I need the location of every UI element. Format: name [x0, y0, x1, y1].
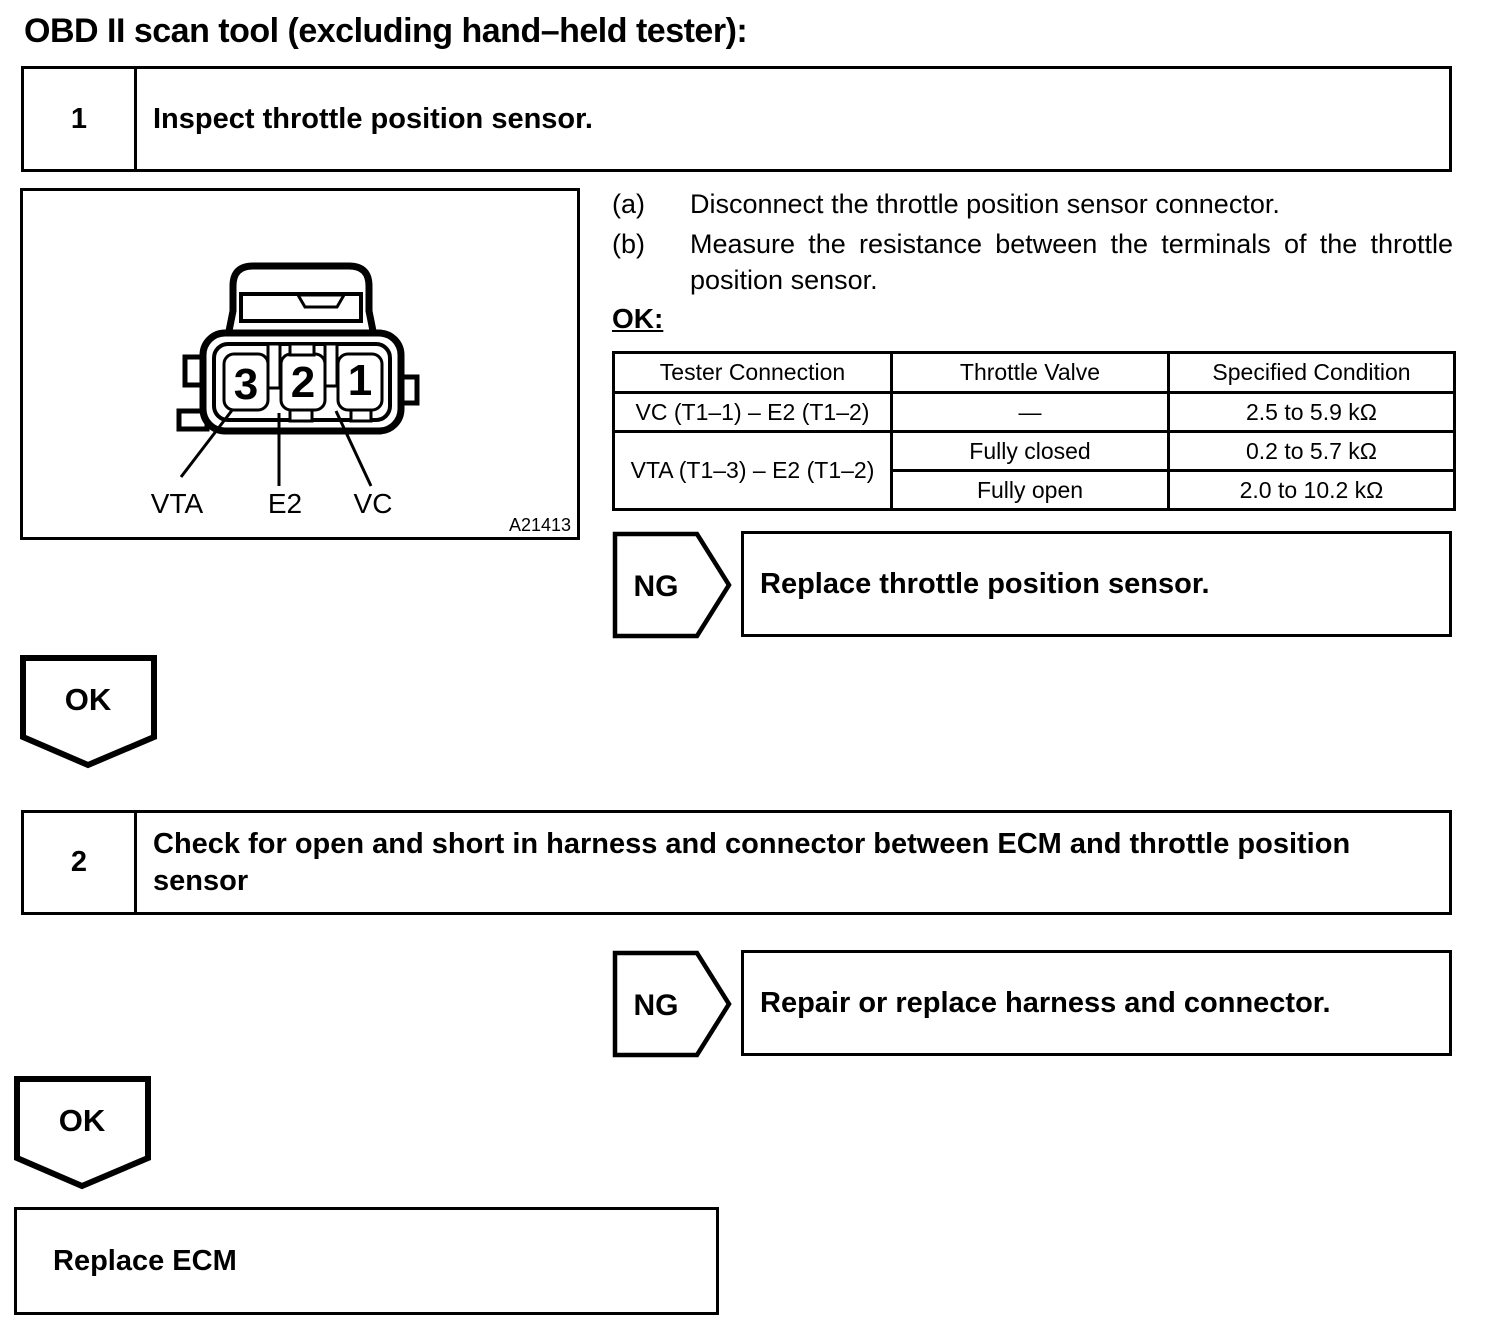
leader-line-vta	[179, 408, 235, 478]
throttle-position-sensor-connector-diagram: 3 2 1 VTA E2 VC A21413	[151, 262, 571, 535]
step-2-title: Check for open and short in harness and …	[153, 828, 1351, 897]
step-2-number: 2	[24, 813, 137, 912]
key-notch-bottom-right	[349, 408, 373, 423]
table-row: VTA (T1–3) – E2 (T1–2) Fully closed 0.2 …	[612, 430, 1456, 511]
cell-throttle-valve-none: —	[890, 391, 1170, 433]
instruction-a-text: Disconnect the throttle position sensor …	[690, 189, 1280, 219]
page-title: OBD II scan tool (excluding hand–held te…	[24, 12, 748, 50]
cell-throttle-valve-fully-closed: Fully closed	[890, 430, 1170, 472]
ng-branch-1: NG Replace throttle position sensor.	[612, 531, 1452, 639]
table-row: Fully open 2.0 to 10.2 kΩ	[614, 469, 1456, 511]
key-notch-top	[288, 342, 316, 357]
col-header-tester-connection: Tester Connection	[612, 351, 893, 394]
figure-code: A21413	[509, 515, 571, 535]
leader-line-vc	[334, 410, 373, 487]
table-header-row: Tester Connection Throttle Valve Specifi…	[612, 351, 1456, 394]
terminal-label-e2: E2	[268, 488, 302, 519]
ok-heading: OK:	[612, 303, 664, 334]
key-slot-left	[266, 342, 282, 390]
ok-arrow: OK	[20, 655, 157, 769]
instruction-b: (b) Measure the resistance between the t…	[612, 226, 1453, 299]
instruction-a: (a) Disconnect the throttle position sen…	[612, 186, 1453, 222]
ng-label: NG	[634, 989, 679, 1022]
step-2-box: 2 Check for open and short in harness an…	[21, 810, 1452, 915]
pin-number-2: 2	[291, 358, 315, 407]
col-header-throttle-valve: Throttle Valve	[890, 351, 1170, 394]
ng-arrow: NG	[612, 950, 732, 1058]
terminal-label-vc: VC	[354, 488, 393, 519]
step-1-number: 1	[24, 69, 137, 169]
ng-action-box: Repair or replace harness and connector.	[741, 950, 1452, 1056]
step-1-box: 1 Inspect throttle position sensor.	[21, 66, 1452, 172]
table-row: VC (T1–1) – E2 (T1–2) — 2.5 to 5.9 kΩ	[612, 391, 1456, 433]
cell-specified-condition-1: 2.5 to 5.9 kΩ	[1167, 391, 1456, 433]
instruction-b-marker: (b)	[612, 229, 645, 259]
cell-throttle-valve-fully-open: Fully open	[890, 469, 1170, 511]
connector-latch-notch	[295, 293, 347, 309]
instruction-a-marker: (a)	[612, 189, 645, 219]
resistance-spec-table: Tester Connection Throttle Valve Specifi…	[612, 351, 1456, 511]
key-notch-bottom-center	[288, 408, 314, 423]
instruction-b-text: Measure the resistance between the termi…	[690, 229, 1453, 296]
replace-ecm-box: Replace ECM	[14, 1207, 719, 1315]
ng-branch-2: NG Repair or replace harness and connect…	[612, 950, 1452, 1058]
ng-action-box: Replace throttle position sensor.	[741, 531, 1452, 637]
cell-tester-connection-vta-e2: VTA (T1–3) – E2 (T1–2)	[612, 430, 893, 511]
step-1-title: Inspect throttle position sensor.	[153, 102, 593, 135]
ok-label: OK	[65, 682, 112, 717]
cell-specified-condition-3: 2.0 to 10.2 kΩ	[1167, 469, 1456, 511]
cell-tester-connection-vc-e2: VC (T1–1) – E2 (T1–2)	[612, 391, 893, 433]
pin-number-1: 1	[348, 356, 372, 405]
ng-arrow: NG	[612, 531, 732, 639]
ok-label: OK	[59, 1103, 106, 1138]
pin-number-3: 3	[234, 360, 258, 409]
cell-specified-condition-2: 0.2 to 5.7 kΩ	[1167, 430, 1456, 472]
connector-figure-box: 3 2 1 VTA E2 VC A21413	[20, 188, 580, 540]
ok-arrow: OK	[14, 1076, 151, 1190]
key-slot-right	[323, 342, 339, 388]
col-header-specified-condition: Specified Condition	[1167, 351, 1456, 394]
ng-label: NG	[634, 570, 679, 603]
terminal-label-vta: VTA	[151, 488, 204, 519]
